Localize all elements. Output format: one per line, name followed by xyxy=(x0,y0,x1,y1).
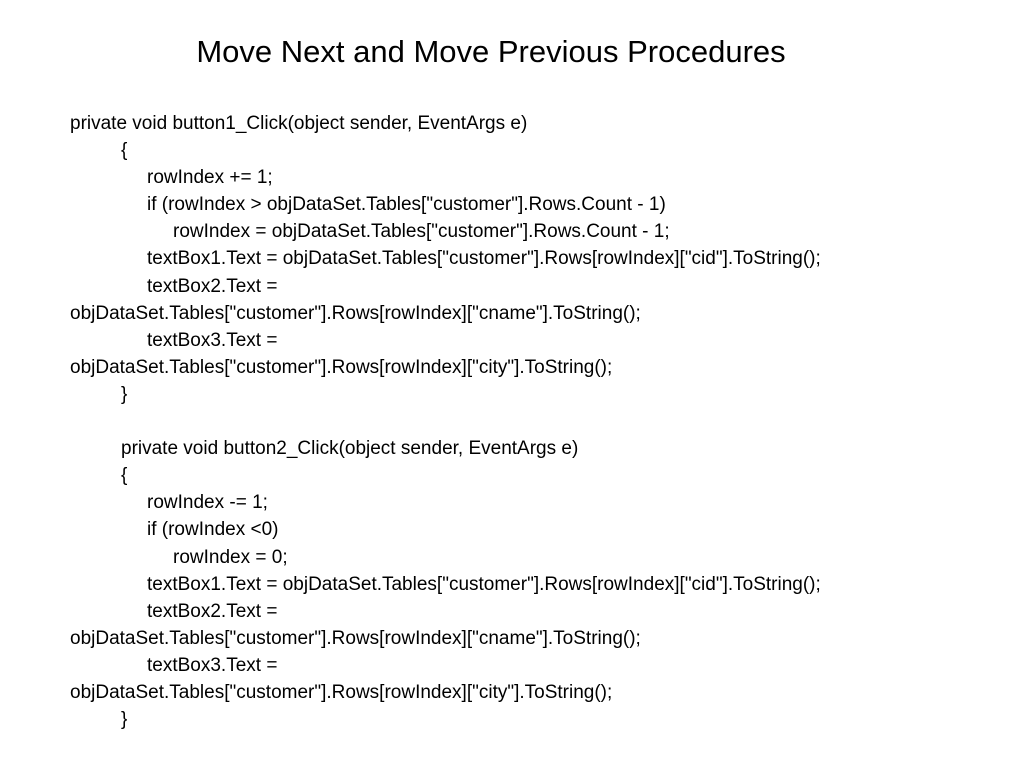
code-block: private void button1_Click(object sender… xyxy=(70,110,990,733)
code-line: objDataSet.Tables["customer"].Rows[rowIn… xyxy=(70,681,613,703)
code-line: textBox3.Text = xyxy=(147,654,278,676)
slide-title: Move Next and Move Previous Procedures xyxy=(196,34,786,69)
code-line: rowIndex = objDataSet.Tables["customer"]… xyxy=(173,221,670,243)
code-line: if (rowIndex > objDataSet.Tables["custom… xyxy=(147,194,666,216)
code-line: rowIndex += 1; xyxy=(147,167,273,189)
code-line: textBox2.Text = xyxy=(147,275,278,297)
code-line: private void button1_Click(object sender… xyxy=(70,113,528,134)
code-line: rowIndex -= 1; xyxy=(147,492,268,514)
code-line: objDataSet.Tables["customer"].Rows[rowIn… xyxy=(70,302,641,324)
code-line: { xyxy=(121,140,128,162)
code-line: textBox1.Text = objDataSet.Tables["custo… xyxy=(147,248,821,270)
code-line: objDataSet.Tables["customer"].Rows[rowIn… xyxy=(70,356,613,378)
code-line: textBox3.Text = xyxy=(147,329,278,351)
code-line: textBox2.Text = xyxy=(147,600,278,622)
code-line: } xyxy=(121,383,128,405)
code-line: } xyxy=(121,709,128,731)
code-line: textBox1.Text = objDataSet.Tables["custo… xyxy=(147,573,821,595)
code-line: private void button2_Click(object sender… xyxy=(121,438,579,460)
code-line: { xyxy=(121,465,128,487)
code-line: rowIndex = 0; xyxy=(173,546,288,568)
code-line: objDataSet.Tables["customer"].Rows[rowIn… xyxy=(70,627,641,649)
code-line xyxy=(70,408,990,435)
code-line: if (rowIndex <0) xyxy=(147,519,279,541)
